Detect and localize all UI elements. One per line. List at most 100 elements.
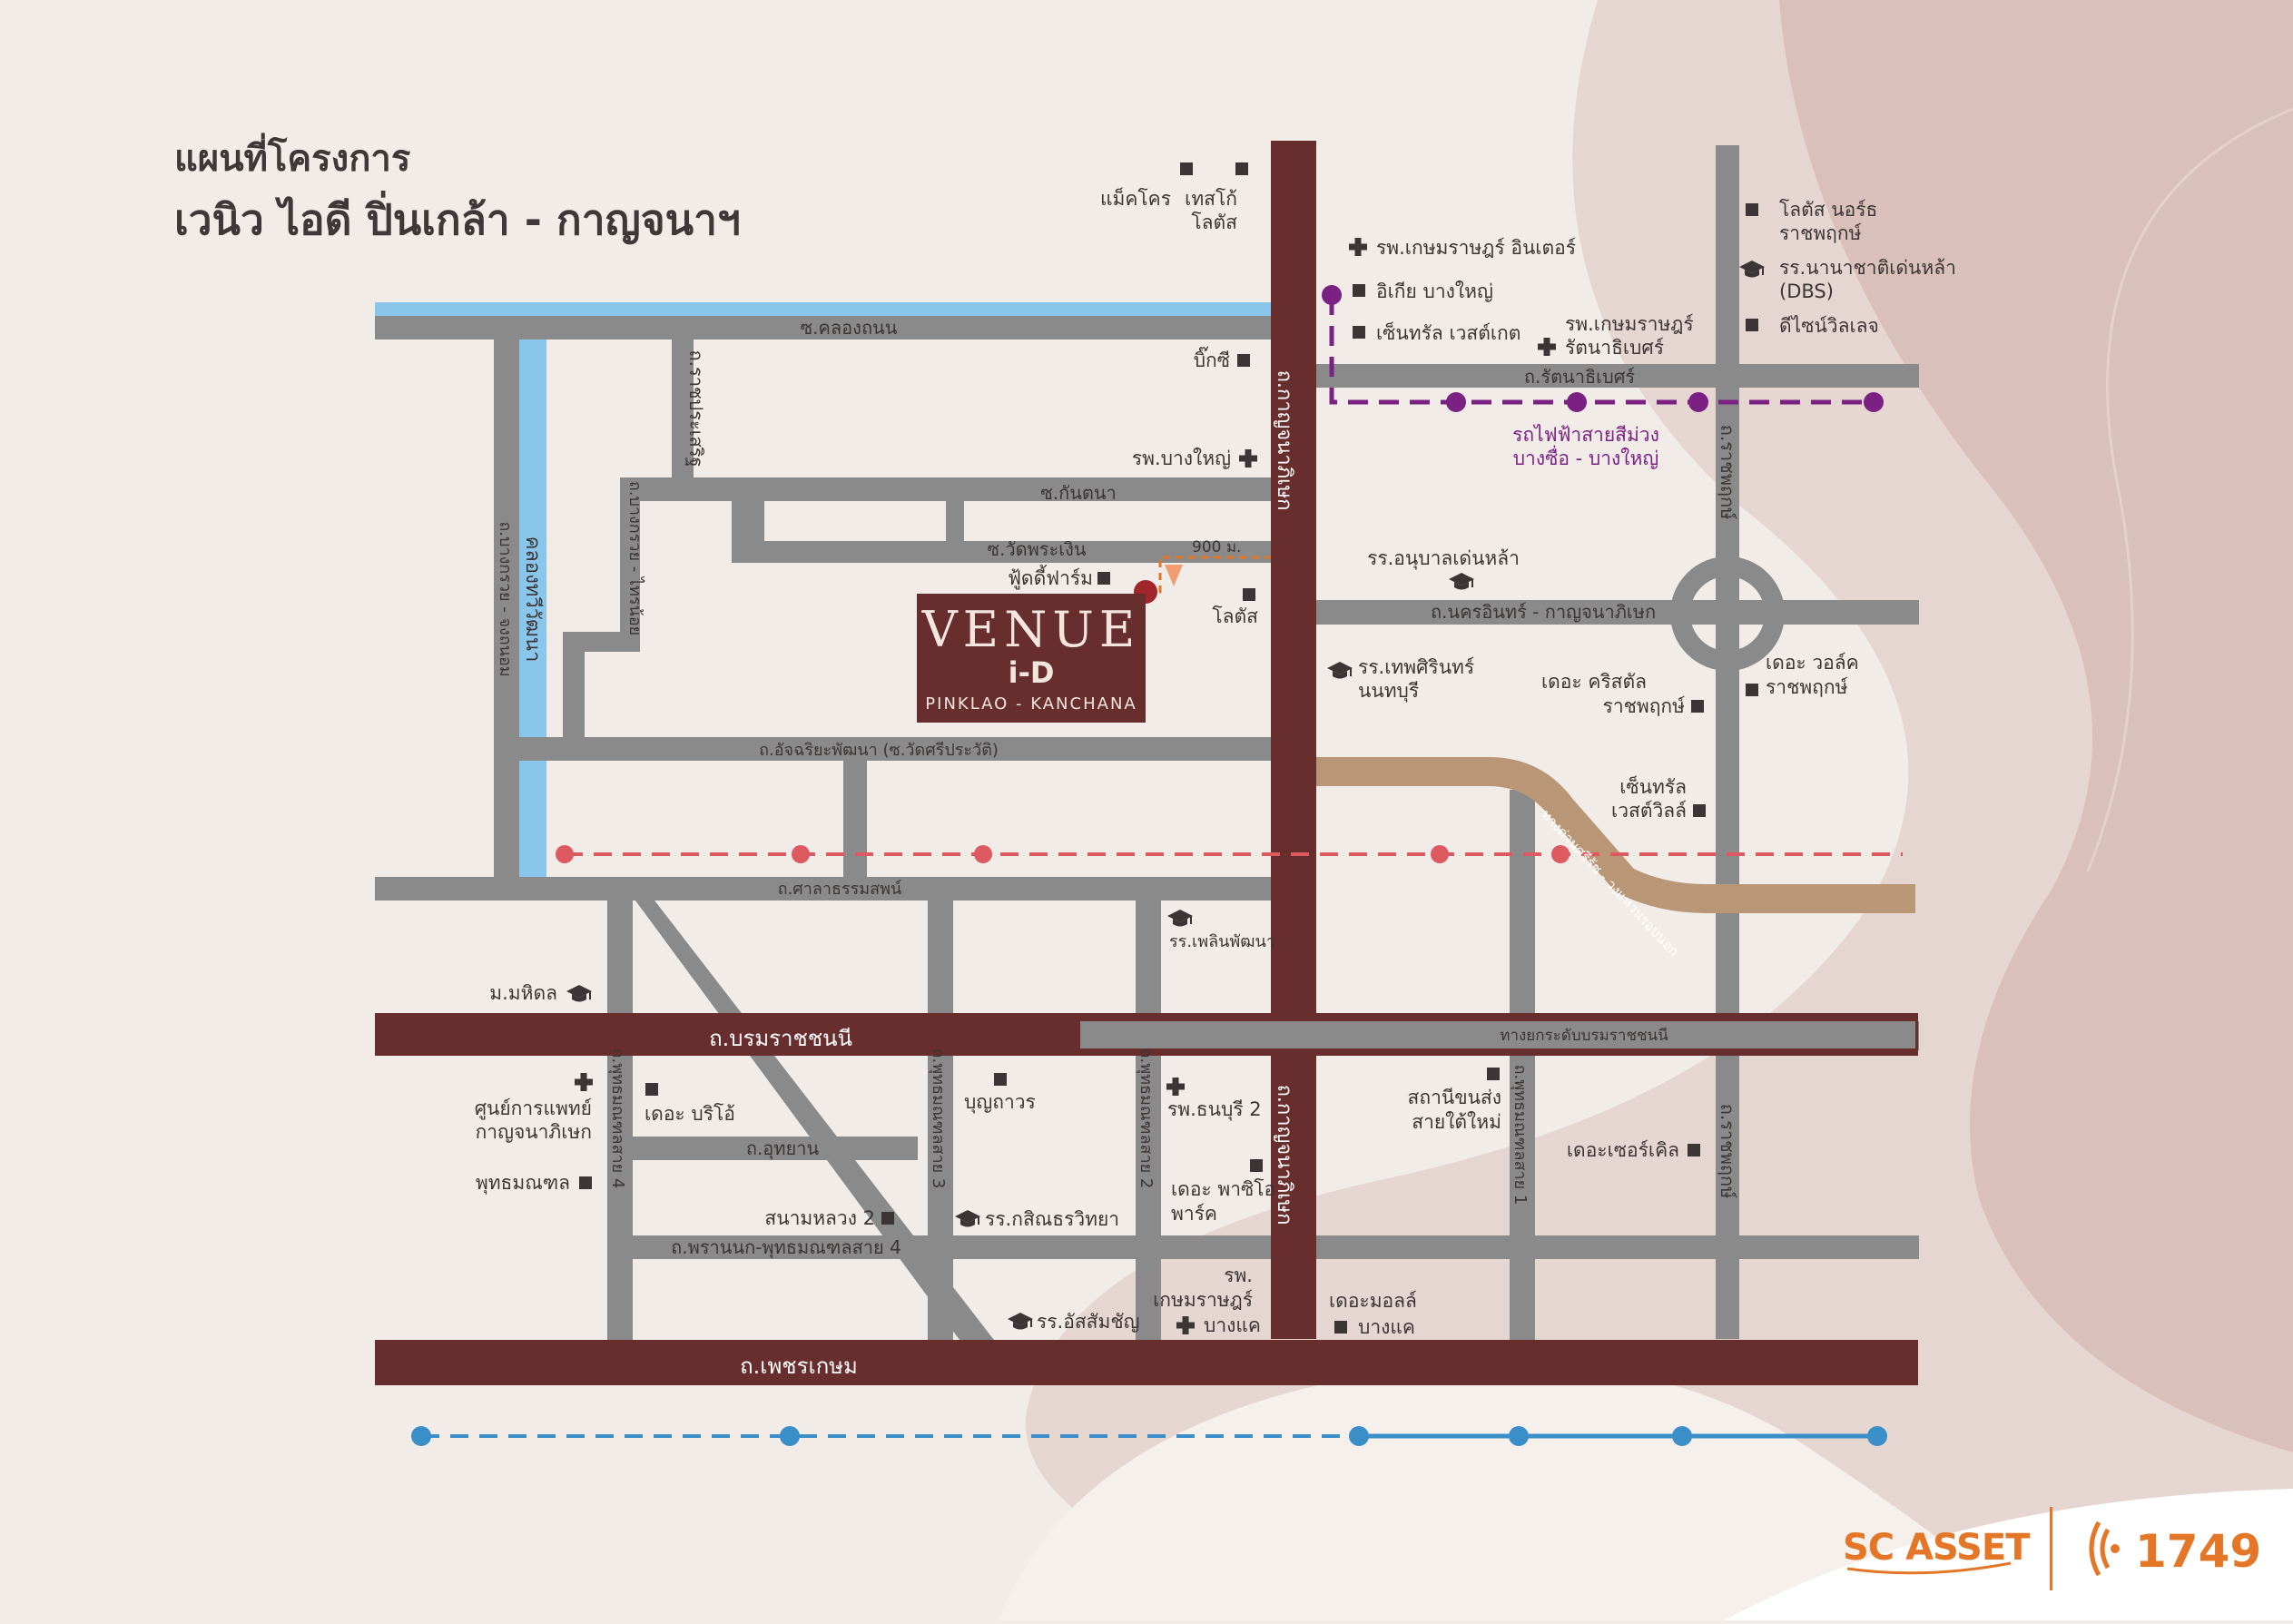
poi-kasem-bangkhae-1: รพ. bbox=[1224, 1265, 1253, 1286]
road-khlong-thanon: ซ.คลองถนน bbox=[801, 317, 898, 339]
poi-makro: แม็คโคร bbox=[1100, 186, 1171, 210]
poi-thepsirin-1: รร.เทพศิรินทร์ bbox=[1358, 656, 1474, 678]
poi-assumption: รร.อัสสัมชัญ bbox=[1037, 1311, 1139, 1333]
logo-brand: VENUE bbox=[921, 601, 1141, 658]
poi-paseo-2: พาร์ค bbox=[1171, 1203, 1217, 1225]
square-marker-icon bbox=[994, 1073, 1007, 1086]
poi-foodie: ฟู้ดดี้ฟาร์ม bbox=[1008, 565, 1093, 590]
hospital-cross-icon bbox=[1349, 238, 1367, 256]
poi-walk-1: เดอะ วอล์ค bbox=[1766, 652, 1859, 674]
road-soi-kanthana: ซ.กันตนา bbox=[1040, 482, 1117, 504]
poi-dbs-1: รร.นานาชาติเด่นหล้า bbox=[1779, 257, 1956, 279]
poi-lotus-north-1: โลตัส นอร์ธ bbox=[1779, 199, 1877, 221]
title-line-1: แผนที่โครงการ bbox=[174, 133, 411, 180]
poi-walk-2: ราชพฤกษ์ bbox=[1766, 676, 1848, 698]
road-borommaratchachonnani: ถ.บรมราชชนนี bbox=[709, 1026, 852, 1051]
main-roads bbox=[375, 141, 1918, 1385]
poi-crystal-1: เดอะ คริสตัล bbox=[1541, 671, 1647, 693]
poi-crystal-2: ราชพฤกษ์ bbox=[1603, 695, 1686, 717]
outer-ring-tollway bbox=[1271, 757, 1915, 913]
road-rattanathibet: ถ.รัตนาธิเบศร์ bbox=[1524, 366, 1636, 388]
poi-brio: เดอะ บริโอ้ bbox=[645, 1103, 735, 1125]
gray-roads bbox=[375, 145, 1919, 1343]
road-labels: ซ.คลองถนน ถ.รัตนาธิเบศร์ ซ.กันตนา ซ.วัดพ… bbox=[671, 317, 1668, 1259]
poi-terminal-2: สายใต้ใหม่ bbox=[1412, 1111, 1501, 1133]
poi-terminal-1: สถานีขนส่ง bbox=[1408, 1087, 1501, 1108]
roundabout bbox=[1670, 556, 1785, 671]
canal-khlong-thawi-watthana: คลองทวีวัฒนา bbox=[521, 536, 544, 663]
poi-kasem-bangkhae-3: บางแค bbox=[1204, 1314, 1261, 1336]
direction-arrow-icon bbox=[1165, 565, 1183, 586]
square-marker-icon bbox=[1746, 203, 1758, 216]
poi-lotus-north-2: ราชพฤกษ์ bbox=[1779, 222, 1862, 244]
poi-circle: เดอะเซอร์เคิล bbox=[1567, 1139, 1679, 1161]
square-marker-icon bbox=[1691, 700, 1704, 713]
hospital-cross-icon bbox=[1166, 1078, 1185, 1096]
hospital-cross-icon bbox=[1538, 338, 1556, 356]
road-bang-kruai-jongthanom: ถ.บางกรวย - จงถนอม bbox=[496, 521, 515, 676]
poi-tesco-2: โลตัส bbox=[1191, 212, 1237, 233]
poi-westville-2: เวสต์วิลล์ bbox=[1611, 800, 1687, 822]
square-marker-icon bbox=[1097, 572, 1110, 585]
road-soi-wat-phra-ngoen: ซ.วัดพระเงิน bbox=[987, 538, 1086, 560]
square-marker-icon bbox=[1746, 319, 1758, 331]
road-kanchana-bottom: ถ.กาญจนาภิเษก bbox=[1273, 1085, 1295, 1225]
phone-wave-icon bbox=[2089, 1521, 2120, 1577]
poi-phuttha-park: พุทธมณฑล bbox=[476, 1172, 570, 1195]
poi-kasintara: รร.กสิณธรวิทยา bbox=[985, 1208, 1119, 1230]
road-ratchaphruek-top: ถ.ราชพฤกษ์ bbox=[1717, 425, 1738, 520]
poi-bunthavorn: บุญถาวร bbox=[964, 1091, 1036, 1114]
poi-thepsirin-2: นนทบุรี bbox=[1358, 680, 1419, 703]
distance-label: 900 ม. bbox=[1192, 538, 1241, 556]
graduation-cap-icon bbox=[1008, 1313, 1033, 1330]
square-marker-icon bbox=[1235, 162, 1248, 175]
road-nakhon-in: ถ.นครอินทร์ - กาญจนาภิเษก bbox=[1431, 601, 1656, 623]
poi-paseo-1: เดอะ พาซิโอ bbox=[1171, 1178, 1275, 1200]
square-marker-icon bbox=[1180, 162, 1193, 175]
blue-line bbox=[411, 1426, 1887, 1446]
poi-kasemrad-ratta-1: รพ.เกษมราษฎร์ bbox=[1565, 313, 1694, 335]
road-elevated: ทางยกระดับบรมราชชนนี bbox=[1500, 1027, 1668, 1045]
background-decoration bbox=[999, 0, 2293, 1620]
square-marker-icon bbox=[1243, 588, 1255, 601]
graduation-cap-icon bbox=[1449, 573, 1474, 590]
poi-bigc: บิ๊กซี bbox=[1194, 346, 1230, 371]
graduation-cap-icon bbox=[566, 985, 592, 1002]
road-phuttha-1: ถ.พุทธมณฑลสาย 1 bbox=[1511, 1065, 1530, 1206]
poi-bangyai-hospital: รพ.บางใหญ่ bbox=[1132, 448, 1231, 469]
road-phuttha-3: ถ.พุทธมณฑลสาย 3 bbox=[929, 1048, 948, 1189]
poi-design-village: ดีไซน์วิลเลจ bbox=[1779, 315, 1879, 337]
square-marker-icon bbox=[645, 1083, 658, 1096]
hotline-number: 1749 bbox=[2135, 1525, 2261, 1578]
poi-medical-1: ศูนย์การแพทย์ bbox=[475, 1097, 592, 1120]
poi-westville-1: เซ็นทรัล bbox=[1619, 774, 1687, 798]
square-marker-icon bbox=[1353, 326, 1365, 339]
poi-lotus: โลตัส bbox=[1212, 605, 1258, 627]
square-marker-icon bbox=[1487, 1068, 1500, 1080]
hospital-cross-icon bbox=[575, 1073, 593, 1091]
poi-the-mall-1: เดอะมอลล์ bbox=[1329, 1290, 1417, 1312]
poi-tesco-1: เทสโก้ bbox=[1185, 188, 1237, 210]
graduation-cap-icon bbox=[955, 1210, 980, 1227]
square-marker-icon bbox=[881, 1212, 894, 1225]
poi-medical-2: กาญจนาภิเษก bbox=[476, 1121, 592, 1143]
poi-ikea: อิเกีย บางใหญ่ bbox=[1376, 281, 1493, 302]
square-marker-icon bbox=[579, 1176, 592, 1189]
square-marker-icon bbox=[1746, 684, 1758, 696]
poi-phelin: รร.เพลินพัฒนา bbox=[1169, 932, 1275, 951]
road-kanchana-top: ถ.กาญจนาภิเษก bbox=[1273, 370, 1295, 511]
canals bbox=[375, 302, 1271, 877]
poi-mahidol: ม.มหิดล bbox=[489, 982, 557, 1004]
project-logo: VENUE i-D PINKLAO - KANCHANA bbox=[917, 594, 1146, 723]
road-phuttha-4: ถ.พุทธมณฑลสาย 4 bbox=[608, 1048, 627, 1189]
footer-brand: SC ASSET bbox=[1843, 1527, 2031, 1569]
poi-the-mall-2: บางแค bbox=[1358, 1316, 1415, 1338]
red-line bbox=[556, 845, 1903, 863]
logo-sub: i-D bbox=[1009, 655, 1055, 690]
square-marker-icon bbox=[1693, 804, 1706, 817]
purple-line bbox=[1322, 285, 1884, 412]
purple-line-label-2: บางซื่อ - บางใหญ่ bbox=[1513, 445, 1659, 469]
poi-dbs-2: (DBS) bbox=[1779, 281, 1834, 302]
